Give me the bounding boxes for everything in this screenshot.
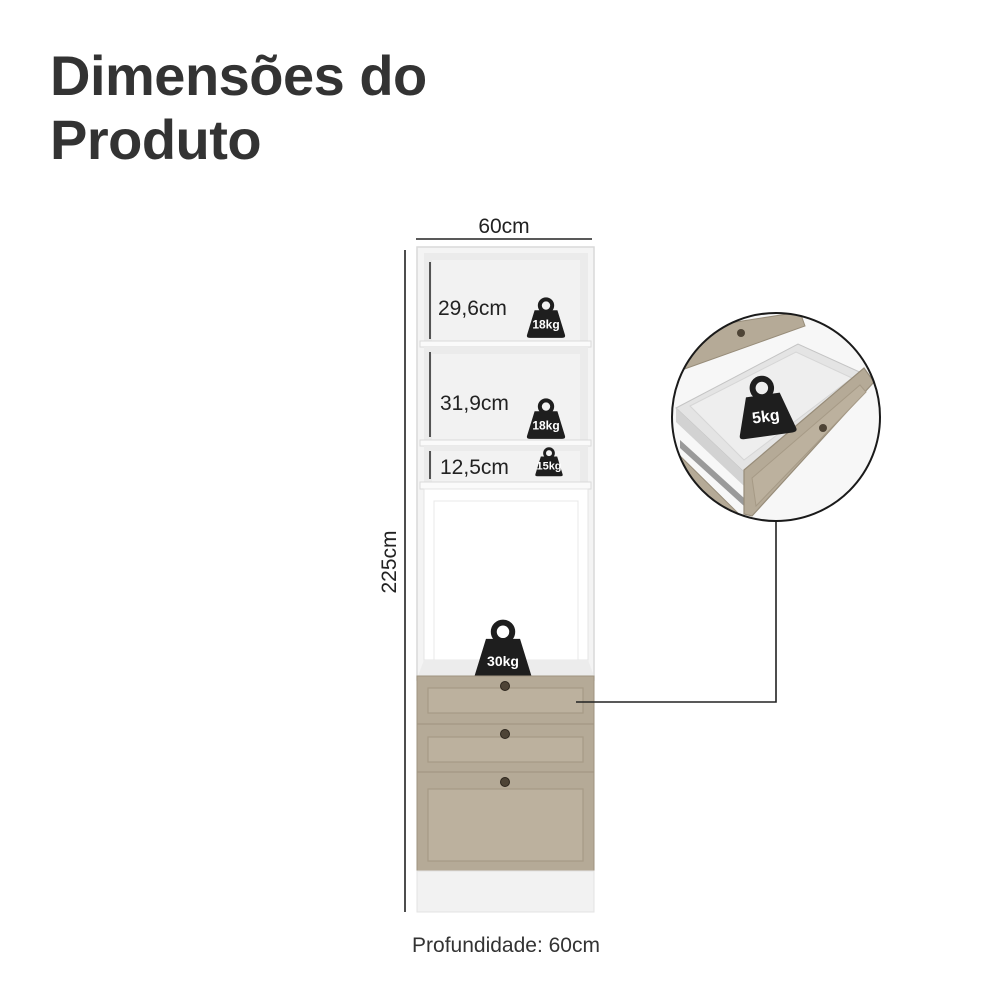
weight-icon-drawer: 5kg — [739, 375, 797, 440]
height-dimension: 225cm — [378, 250, 406, 912]
shelf-height-label-3: 12,5cm — [440, 456, 509, 479]
page-title: Dimensões do Produto — [50, 44, 427, 172]
drawer-top-knob — [500, 681, 510, 691]
shelf-height-label-2: 31,9cm — [440, 392, 509, 415]
drawer-zoom-detail: 5kg — [671, 312, 881, 522]
weight-body — [526, 310, 566, 338]
weight-body — [474, 638, 532, 681]
cabinet-plinth — [416, 870, 595, 913]
drawer-middle — [416, 723, 595, 773]
shelf-board-1 — [419, 340, 592, 348]
page-title-line-1: Dimensões do — [50, 44, 427, 107]
drawer-top — [416, 675, 595, 725]
shelf-board-2 — [419, 439, 592, 447]
drawer-middle-knob — [500, 729, 510, 739]
weight-label-shelf-1: 18kg — [532, 317, 559, 331]
weight-icon-oven-niche: 30kg — [474, 619, 532, 681]
weight-body — [526, 411, 566, 439]
width-dimension: 60cm — [416, 215, 592, 240]
drawer-callout-connector — [576, 521, 777, 703]
weight-icon-shelf-2: 18kg — [526, 398, 566, 439]
drawer-zoom-border — [671, 312, 881, 522]
tall-cabinet: 29,6cm 31,9cm 12,5cm 18kg 18kg 15kg 30kg — [416, 246, 595, 913]
weight-icon-shelf-3: 15kg — [535, 447, 563, 477]
drawer-top-frame — [427, 687, 584, 714]
weight-body — [739, 392, 797, 440]
drawer-bottom — [416, 771, 595, 872]
width-dimension-label: 60cm — [478, 215, 529, 238]
oven-niche-opening — [433, 500, 579, 661]
drawer-bottom-knob — [500, 777, 510, 787]
shelf-height-label-1: 29,6cm — [438, 297, 507, 320]
weight-label-shelf-3: 15kg — [536, 460, 561, 472]
weight-body — [535, 456, 563, 477]
weight-icon-shelf-1: 18kg — [526, 297, 566, 338]
page-title-line-2: Produto — [50, 108, 262, 171]
drawer-middle-frame — [427, 736, 584, 763]
weight-label-oven-niche: 30kg — [487, 653, 519, 669]
depth-dimension-label: Profundidade: 60cm — [412, 934, 600, 957]
height-dimension-label: 225cm — [378, 530, 401, 593]
weight-label-drawer: 5kg — [751, 407, 781, 428]
weight-label-shelf-2: 18kg — [532, 418, 559, 432]
drawer-bottom-frame — [427, 788, 584, 862]
shelf-board-3 — [419, 481, 592, 490]
